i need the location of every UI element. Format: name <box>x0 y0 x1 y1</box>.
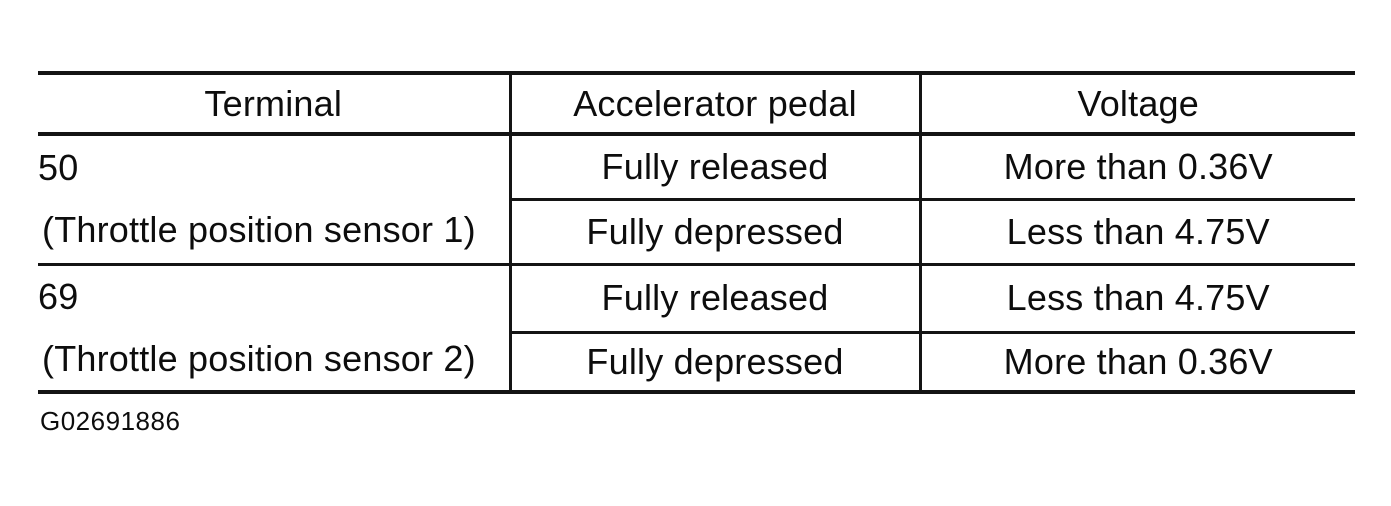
table-header-row: Terminal Accelerator pedal Voltage <box>38 71 1355 136</box>
pedal-cell: Fully depressed <box>508 332 920 394</box>
throttle-sensor-voltage-table: Terminal Accelerator pedal Voltage 50 (T… <box>38 71 1355 394</box>
terminal-cell-sensor-2: 69 (Throttle position sensor 2) <box>38 264 510 394</box>
terminal-number: 69 <box>38 275 79 317</box>
pedal-cell: Fully released <box>508 264 920 335</box>
col-header-voltage: Voltage <box>918 71 1355 136</box>
figure-id: G02691886 <box>40 406 181 436</box>
voltage-cell: Less than 4.75V <box>918 264 1355 335</box>
throttle-sensor-voltage-table-wrap: Terminal Accelerator pedal Voltage 50 (T… <box>38 71 1355 394</box>
table-row: 69 (Throttle position sensor 2) Fully re… <box>38 264 1355 394</box>
terminal-number: 50 <box>38 147 79 189</box>
terminal-cell-sensor-1: 50 (Throttle position sensor 1) <box>38 134 510 266</box>
pedal-cell: Fully released <box>508 134 920 201</box>
col-header-terminal: Terminal <box>38 71 510 136</box>
col-header-accelerator-pedal: Accelerator pedal <box>508 71 920 136</box>
voltage-cell: Less than 4.75V <box>918 199 1355 266</box>
table-row: Fully depressed Less than 4.75V <box>38 199 1355 266</box>
terminal-note: (Throttle position sensor 1) <box>42 209 476 251</box>
table-row: 50 (Throttle position sensor 1) Fully re… <box>38 134 1355 266</box>
pedal-cell: Fully depressed <box>508 199 920 266</box>
voltage-cell: More than 0.36V <box>918 134 1355 201</box>
voltage-cell: More than 0.36V <box>918 332 1355 394</box>
terminal-note: (Throttle position sensor 2) <box>42 337 476 379</box>
table-row: Fully depressed More than 0.36V <box>38 332 1355 394</box>
